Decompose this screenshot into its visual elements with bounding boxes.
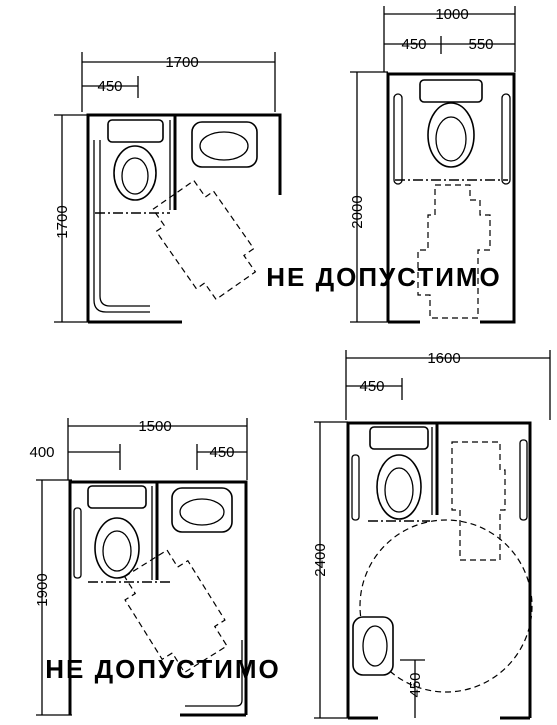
dim-width-label: 1000	[435, 6, 468, 23]
dim-side-label: 450	[97, 78, 122, 95]
room-walls	[346, 421, 532, 718]
dim-height-label: 1700	[54, 205, 71, 238]
dim-width-label: 1700	[165, 54, 198, 71]
verdict-not-allowed-top: НЕ ДОПУСТИМО	[266, 262, 502, 292]
dim-right-label: 550	[468, 36, 493, 53]
dim-width-label: 1500	[138, 418, 171, 435]
dim-width-label: 1600	[427, 350, 460, 367]
dim-side-label: 450	[359, 378, 384, 395]
wheelchair-outline	[451, 441, 506, 561]
toilet-tank	[369, 426, 429, 450]
plan-bottom-left: 1500 400 450 1900	[29, 418, 248, 717]
toilet-bowl	[94, 517, 140, 579]
room-walls	[386, 72, 516, 324]
toilet-tank	[87, 485, 147, 509]
dim-height-label: 2400	[312, 543, 329, 576]
toilet-bowl	[427, 102, 475, 168]
wheelchair-outline	[417, 184, 491, 319]
toilet-bowl	[376, 454, 422, 520]
toilet-tank	[107, 119, 164, 143]
toilet-bowl	[113, 145, 157, 201]
dim-left-label: 400	[29, 444, 54, 461]
dim-sink-label: 450	[407, 672, 424, 697]
plan-top-right: 1000 450 550 2000	[349, 6, 516, 324]
verdict-not-allowed-bottom: НЕ ДОПУСТИМО	[45, 654, 281, 684]
wheelchair-outline	[152, 179, 257, 301]
dim-left-label: 450	[401, 36, 426, 53]
room-walls	[86, 113, 282, 322]
sink	[352, 616, 394, 676]
dim-height-label: 1900	[34, 573, 51, 606]
plan-top-left: 1700 450 1700	[54, 52, 282, 324]
wheelchair-outline	[123, 549, 228, 674]
dim-height-label: 2000	[349, 195, 366, 228]
plan-bottom-right: 1600 450 2400	[312, 350, 551, 720]
dim-right-label: 450	[209, 444, 234, 461]
turning-circle	[359, 519, 533, 693]
toilet-tank	[419, 79, 483, 103]
